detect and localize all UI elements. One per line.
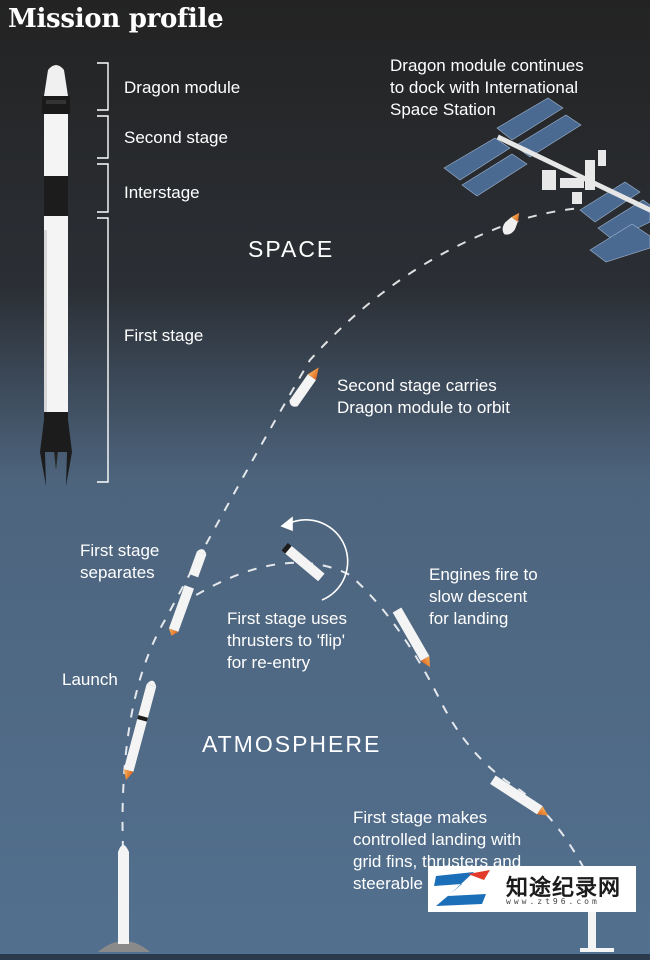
page-title: Mission profile <box>8 4 224 34</box>
label-dragon-module: Dragon module <box>124 78 241 97</box>
launching-rocket-icon <box>123 680 157 781</box>
descending-stage-icon <box>392 607 430 668</box>
flipping-stage-icon <box>281 542 325 582</box>
label-iss-dock: Dragon module continues to dock with Int… <box>390 56 584 119</box>
stage-brackets <box>97 62 109 483</box>
label-second-stage-orbit: Second stage carries Dragon module to or… <box>337 376 510 417</box>
ascent-trajectory <box>121 206 611 851</box>
label-second-stage: Second stage <box>124 128 228 147</box>
watermark-text: 知途纪录网 <box>506 876 622 901</box>
separating-rocket-icon <box>168 549 207 636</box>
watermark-z-logo-icon <box>434 870 490 906</box>
watermark-url: www.zt96.com <box>506 897 600 906</box>
launchpad-rocket-icon <box>98 845 150 952</box>
label-engines-fire: Engines fire to slow descent for landing <box>429 565 538 628</box>
label-first-stage-separates: First stage separates <box>80 541 160 582</box>
falcon-rocket-diagram <box>40 65 72 486</box>
iss-icon <box>443 97 650 263</box>
second-stage-icon <box>289 367 319 407</box>
landing-stage-icon <box>490 775 549 816</box>
label-flip: First stage uses thrusters to 'flip' for… <box>227 609 347 672</box>
zone-space: SPACE <box>248 236 335 262</box>
landing-pad-icon <box>580 888 614 952</box>
label-launch: Launch <box>62 670 118 689</box>
label-interstage: Interstage <box>124 183 200 202</box>
flip-arrow-icon <box>280 516 349 601</box>
dragon-capsule-icon <box>502 212 520 235</box>
label-first-stage: First stage <box>124 326 204 345</box>
watermark-logo: 知途纪录网 www.zt96.com <box>428 866 636 912</box>
zone-atmosphere: ATMOSPHERE <box>202 731 382 757</box>
